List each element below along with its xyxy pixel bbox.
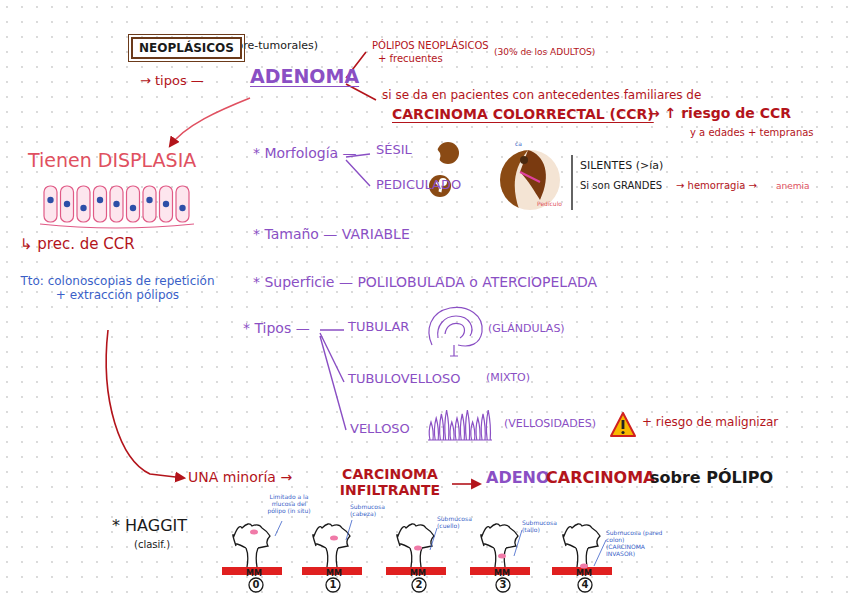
note-text: ADENO xyxy=(486,469,550,487)
note-text: * HAGGIT xyxy=(112,517,187,535)
note-text: + riesgo de malignizar xyxy=(642,416,778,430)
polyp-cross-section xyxy=(498,148,562,212)
haggit-polyps xyxy=(222,520,612,575)
callout-number: 4 xyxy=(577,577,593,593)
heading-box: NEOPLÁSICOS xyxy=(131,37,242,59)
note-text: PÓLIPOS NEOPLÁSICOS xyxy=(372,40,489,52)
note-text: → ↑ riesgo de CCR xyxy=(648,105,791,121)
note-text: (GLÁNDULAS) xyxy=(488,323,565,336)
callout-number: 0 xyxy=(248,577,264,593)
number-text: 0 xyxy=(248,577,264,590)
note-text: (MIXTO) xyxy=(486,372,530,385)
note-text: Tto: colonoscopias de repetición + extra… xyxy=(20,275,215,303)
callout-number: 3 xyxy=(495,577,511,593)
sessile-polyp xyxy=(433,142,459,164)
note-text: → tipos — xyxy=(140,74,204,89)
note-text: TUBULAR xyxy=(348,320,409,335)
note-text: UNA minoría → xyxy=(188,469,292,485)
note-text: y a edades + tempranas xyxy=(690,127,814,139)
callout-number: 1 xyxy=(325,577,341,593)
note-text: TUBULOVELLOSO xyxy=(348,372,461,387)
number-text: 1 xyxy=(325,577,341,590)
note-text: Limitado a la mucosa del pólipo (in situ… xyxy=(262,494,316,515)
note-text: * Tipos — xyxy=(243,320,310,336)
number-text: 3 xyxy=(495,577,511,590)
note-text: CARCINOMA INFILTRANTE xyxy=(328,466,452,498)
number-text: 4 xyxy=(577,577,593,590)
note-text: VELLOSO xyxy=(350,422,410,437)
note-text: PEDICULADO xyxy=(376,178,461,193)
villous-fronds xyxy=(428,410,492,440)
heading-text: NEOPLÁSICOS xyxy=(139,41,234,55)
arrow-line xyxy=(452,483,480,485)
note-text: si se da en pacientes con antecedentes f… xyxy=(382,89,701,103)
note-text: * Morfología — xyxy=(253,145,357,161)
note-text: sobre PÓLIPO xyxy=(650,469,773,487)
note-text: (pre-tumorales) xyxy=(232,40,318,53)
note-text: → hemorragia → xyxy=(676,180,757,192)
note-text: + frecuentes xyxy=(378,53,443,65)
note-text: MM xyxy=(246,569,262,578)
note-text: ca xyxy=(515,141,522,148)
note-text: anemia xyxy=(776,181,810,191)
note-text: (clasif.) xyxy=(134,539,170,551)
note-text: Submucosa (tallo) xyxy=(522,520,562,534)
note-text: (VELLOSIDADES) xyxy=(504,418,596,431)
note-text: * Tamaño — VARIABLE xyxy=(253,226,410,242)
note-text: ↳ prec. de CCR xyxy=(20,236,135,253)
note-text: Submucosa (pared colon) (CARCINOMA INVAS… xyxy=(606,530,664,558)
note-text: SÉSIL xyxy=(376,143,412,158)
note-text: CARCINOMA COLORRECTAL (CCR) xyxy=(392,106,654,122)
note-text: MM xyxy=(326,569,342,578)
divider-line xyxy=(571,155,572,210)
note-text: Pedículo xyxy=(537,201,562,208)
note-text: SILENTES (>ía) xyxy=(580,160,663,173)
note-text: Submucosa (cabeza) xyxy=(350,504,392,518)
warning-icon xyxy=(611,413,635,436)
note-text: (30% de los ADULTOS) xyxy=(494,47,595,57)
note-text: MM xyxy=(494,569,510,578)
arrow-line xyxy=(106,330,184,478)
arrow-line xyxy=(170,98,250,146)
note-text: ADENOMA xyxy=(250,66,359,88)
tubular-glands xyxy=(429,307,482,356)
branch-line xyxy=(320,330,346,430)
number-text: 2 xyxy=(411,577,427,590)
note-text: MM xyxy=(410,569,426,578)
note-text: MM xyxy=(576,569,592,578)
note-text: Submucosa (cuello) xyxy=(437,516,479,530)
note-text: CARCINOMA xyxy=(546,469,655,487)
note-text: Tienen DISPLASIA xyxy=(28,150,196,172)
note-text: Si son GRANDES xyxy=(580,180,662,192)
callout-number: 2 xyxy=(411,577,427,593)
dysplasia-cells xyxy=(40,186,194,228)
note-text: * Superficie — POLILOBULADA o ATERCIOPEL… xyxy=(253,274,597,290)
